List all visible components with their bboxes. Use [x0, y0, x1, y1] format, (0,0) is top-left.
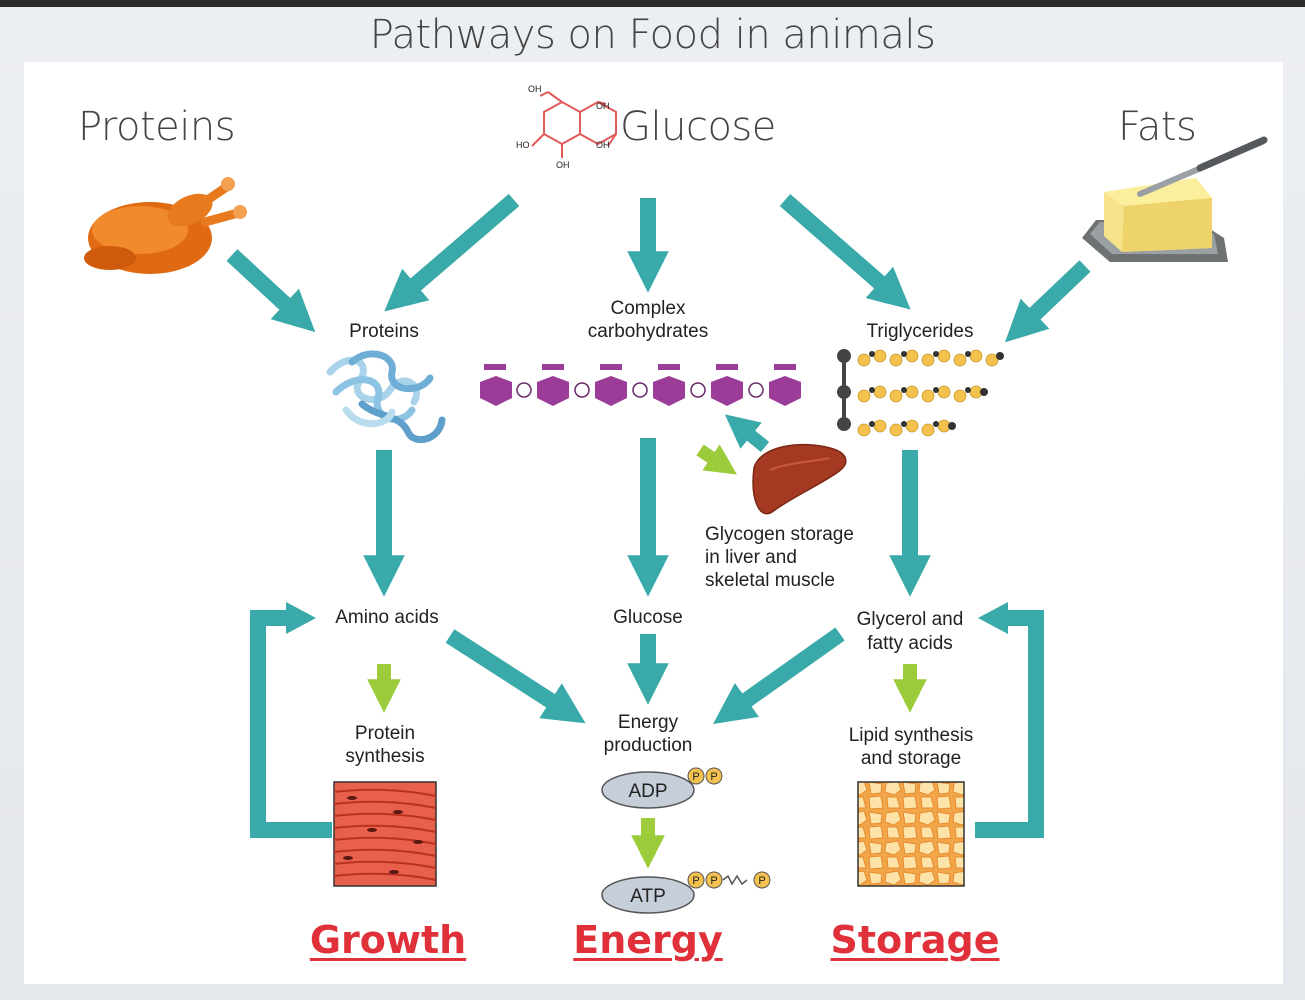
glycerol-label-line2: fatty acids [867, 633, 953, 654]
complex-carbs-label-line1: Complex [610, 298, 686, 319]
phosphate-label: P [710, 875, 717, 887]
phosphate-label: P [758, 875, 765, 887]
arrow-glycerol-to-energy [713, 627, 845, 725]
loop-fat-to-glycerol [975, 602, 1044, 838]
phosphate-label: P [710, 771, 717, 783]
energy-production-label-line1: Energy [617, 712, 679, 733]
source-glucose-label: Glucose [620, 104, 776, 150]
source-fats-label: Fats [1118, 104, 1197, 150]
adp-label: ADP [628, 781, 667, 802]
carbohydrate-chain-icon [480, 364, 801, 406]
glucose-molecule-icon [531, 91, 617, 158]
atp-molecule [601, 871, 771, 914]
arrow-chicken-to-proteins [226, 249, 316, 333]
arrow-amino-acids-to-energy [445, 629, 586, 724]
muscle-tissue-icon [333, 781, 437, 887]
slide-title: Pathways on Food in animals [369, 12, 936, 58]
liver-icon [752, 443, 847, 515]
oh-label-right: OH [596, 101, 610, 111]
adp-molecule [601, 767, 723, 809]
lipid-synthesis-label-line1: Lipid synthesis [848, 725, 974, 746]
butter-icon [1082, 136, 1268, 262]
phosphate-label: P [692, 875, 699, 887]
glycogen-label-line2: in liver and [705, 547, 797, 568]
source-proteins-label: Proteins [78, 104, 236, 150]
protein-synthesis-label-line1: Protein [354, 723, 416, 744]
arrow-glucose-to-triglycerides [779, 193, 911, 310]
phosphate-label: P [692, 771, 699, 783]
triglycerides-label: Triglycerides [866, 321, 974, 342]
oh-label-top: OH [528, 84, 542, 94]
ho-label: HO [516, 140, 530, 150]
oh-label-lower-right: OH [596, 140, 610, 150]
glycogen-label-line3: skeletal muscle [705, 570, 835, 591]
energy-production-label-line2: production [603, 735, 693, 756]
loop-muscle-to-amino-acids [250, 602, 332, 838]
proteins-node-label: Proteins [349, 321, 419, 342]
atp-label: ATP [630, 886, 666, 907]
amino-acids-label: Amino acids [335, 607, 439, 628]
protein-synthesis-label-line2: synthesis [345, 746, 425, 767]
outcome-energy: Energy [573, 918, 723, 962]
glycerol-label-line1: Glycerol and [856, 609, 964, 630]
complex-carbs-label-line2: carbohydrates [587, 321, 709, 342]
arrow-butter-to-triglycerides [1004, 260, 1091, 343]
protein-coil-icon [326, 350, 446, 444]
outcome-storage: Storage [830, 918, 1000, 962]
triglyceride-icon [837, 349, 1004, 437]
lipid-synthesis-label-line2: and storage [860, 748, 962, 769]
arrow-liver-to-carbs [724, 414, 770, 453]
arrow-glucose-to-proteins [384, 193, 520, 312]
oh-label-bottom: OH [556, 160, 570, 170]
glucose-node-label: Glucose [613, 607, 683, 628]
glycogen-label-line1: Glycogen storage [705, 524, 854, 545]
fat-tissue-icon [857, 781, 965, 887]
chicken-icon [84, 177, 247, 274]
outcome-growth: Growth [309, 918, 467, 962]
top-bar [0, 0, 1305, 7]
arrow-carbs-to-liver [696, 444, 737, 475]
